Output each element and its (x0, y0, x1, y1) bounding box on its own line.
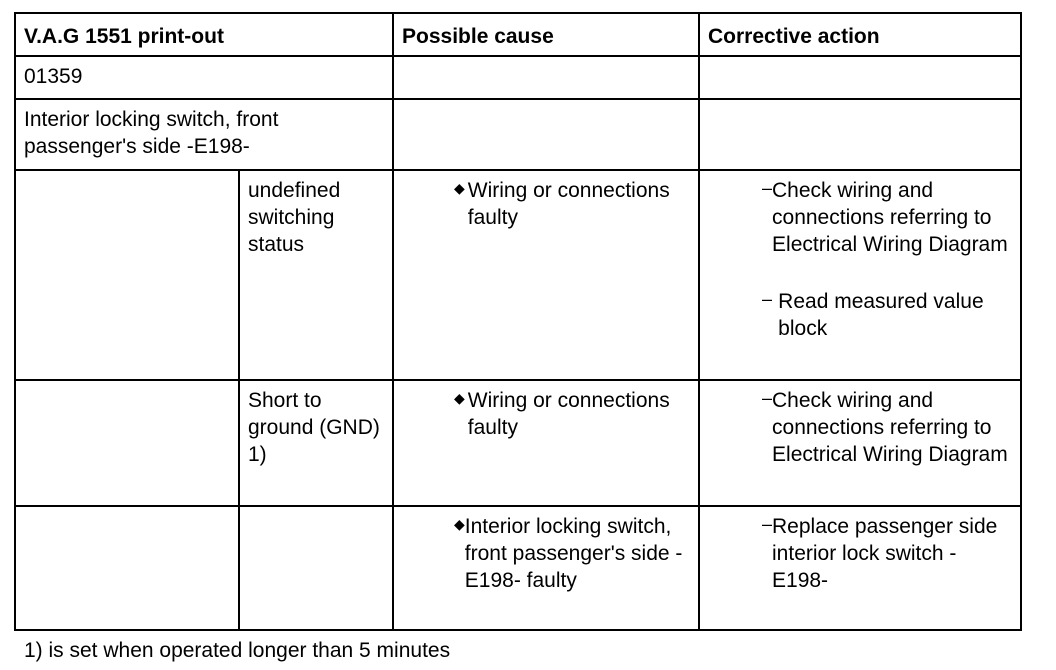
corrective-action: – Check wiring and connections referring… (700, 171, 1020, 381)
corrective-action: – Check wiring and connections referring… (700, 381, 1020, 507)
cause-text: Interior locking switch, front passenger… (464, 515, 683, 592)
header-printout: V.A.G 1551 print-out (16, 14, 394, 57)
possible-cause: ◆ Interior locking switch, front passeng… (394, 507, 700, 629)
footnote: 1) is set when operated longer than 5 mi… (24, 639, 451, 662)
action-text: Replace passenger side interior lock swi… (772, 515, 998, 592)
fault-status: undefined switching status (240, 171, 394, 381)
fault-table: V.A.G 1551 print-out Possible cause Corr… (14, 12, 1022, 631)
empty-cell (700, 57, 1020, 100)
empty-cell (16, 507, 240, 629)
fault-code: 01359 (16, 57, 394, 100)
dash-icon: – (762, 178, 773, 198)
possible-cause: ◆ Wiring or connections faulty (394, 381, 700, 507)
empty-cell (394, 57, 700, 100)
corrective-action: – Replace passenger side interior lock s… (700, 507, 1020, 629)
header-corrective-action: Corrective action (700, 14, 1020, 57)
dash-icon: – (762, 514, 773, 534)
fault-status (240, 507, 394, 629)
cause-text: Wiring or connections faulty (467, 389, 670, 439)
fault-status: Short to ground (GND) 1) (240, 381, 394, 507)
empty-cell (16, 171, 240, 381)
header-possible-cause: Possible cause (394, 14, 700, 57)
cause-text: Wiring or connections faulty (467, 179, 670, 229)
action-text: Check wiring and connections referring t… (772, 179, 1008, 256)
empty-cell (16, 381, 240, 507)
dash-icon: – (762, 388, 773, 408)
bullet-icon: ◆ (454, 516, 465, 532)
component-name: Interior locking switch, front passenger… (16, 100, 394, 171)
action-text: Read measured value block (778, 290, 984, 340)
bullet-icon: ◆ (454, 390, 465, 406)
dash-icon: – (762, 289, 773, 309)
action-text: Check wiring and connections referring t… (772, 389, 1008, 466)
empty-cell (394, 100, 700, 171)
bullet-icon: ◆ (454, 180, 465, 196)
possible-cause: ◆ Wiring or connections faulty (394, 171, 700, 381)
empty-cell (700, 100, 1020, 171)
